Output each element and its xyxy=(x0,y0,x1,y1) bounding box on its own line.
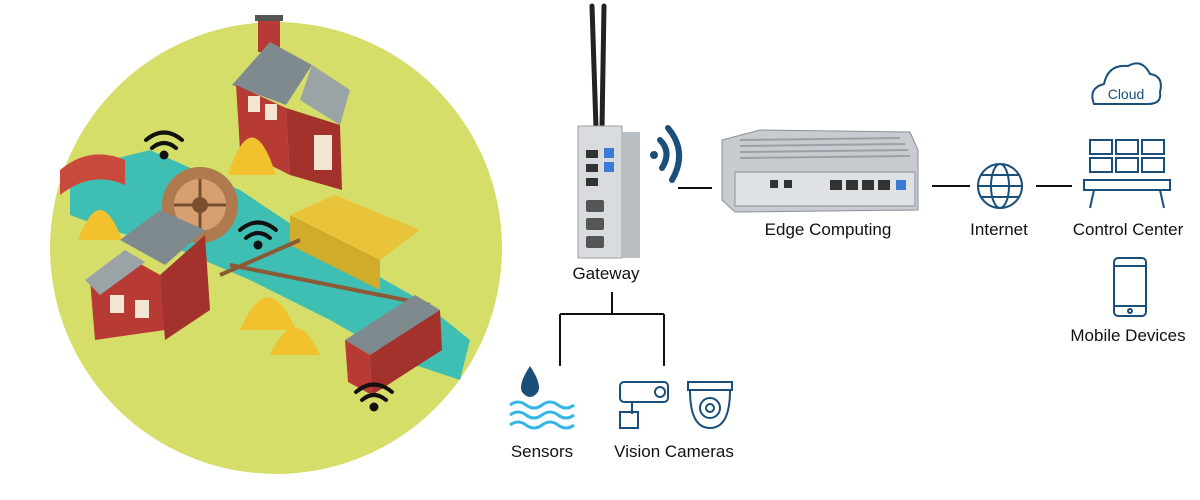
gateway-device xyxy=(578,6,640,258)
bullet-camera-icon xyxy=(620,382,668,428)
cloud-label: Cloud xyxy=(1108,86,1145,102)
edge-computing-label: Edge Computing xyxy=(765,220,892,240)
gateway-label: Gateway xyxy=(572,264,639,284)
mobile-devices-label: Mobile Devices xyxy=(1070,326,1185,346)
farm-illustration xyxy=(50,15,502,474)
control-center-icon xyxy=(1084,140,1170,208)
sensors-label: Sensors xyxy=(511,442,573,462)
mobile-device-icon xyxy=(1114,258,1146,316)
globe-icon xyxy=(978,164,1022,208)
dome-camera-icon xyxy=(688,382,732,428)
control-center-label: Control Center xyxy=(1073,220,1184,240)
wireless-signal-icon xyxy=(650,128,679,180)
water-sensor-icon xyxy=(510,366,574,428)
vision-cameras-label: Vision Cameras xyxy=(614,442,734,462)
edge-computing-device xyxy=(722,130,918,212)
internet-label: Internet xyxy=(970,220,1028,240)
